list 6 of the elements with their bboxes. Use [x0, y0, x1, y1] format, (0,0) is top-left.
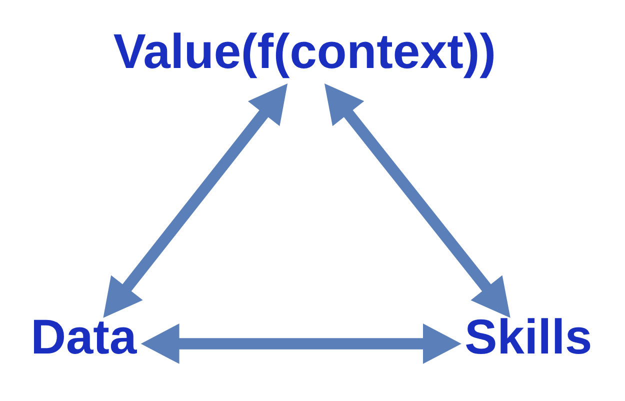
- arrow: [103, 82, 288, 318]
- arrow: [140, 323, 462, 364]
- node-text: Value(f(context)): [113, 24, 496, 79]
- node-text: Skills: [464, 310, 592, 364]
- arrow: [324, 83, 510, 318]
- node-text: Data: [30, 310, 137, 364]
